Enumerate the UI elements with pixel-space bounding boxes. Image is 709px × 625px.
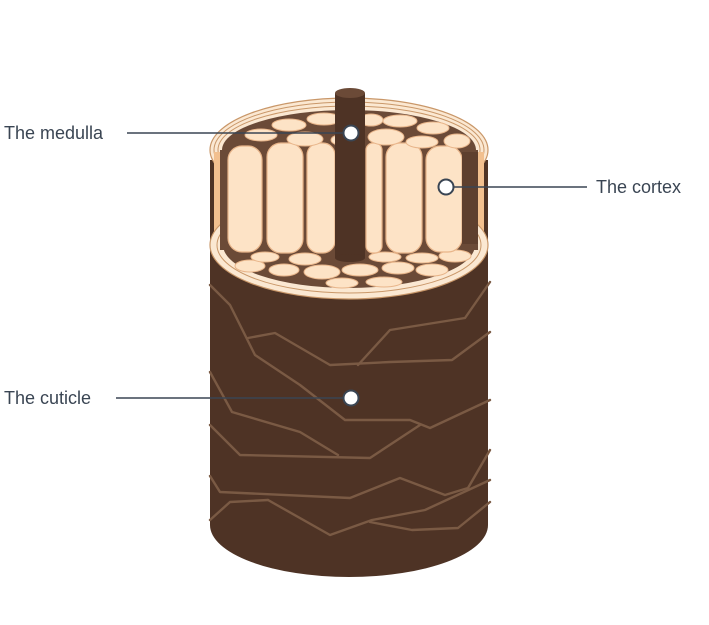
cross-section (209, 88, 489, 300)
cortex-columns (227, 142, 463, 254)
medulla-marker (342, 124, 360, 142)
cuticle-label: The cuticle (4, 388, 91, 408)
cuticle-scale-lines (208, 280, 492, 537)
label-cortex: The cortex (437, 177, 681, 197)
cortex-marker (437, 178, 455, 196)
label-medulla: The medulla (4, 123, 360, 143)
label-cuticle: The cuticle (4, 388, 360, 408)
cuticle-marker (342, 389, 360, 407)
hair-shaft (208, 88, 492, 577)
medulla-label: The medulla (4, 123, 104, 143)
cortex-bottom-cells (234, 249, 472, 289)
medulla-rod (335, 88, 365, 262)
cortex-label: The cortex (596, 177, 681, 197)
